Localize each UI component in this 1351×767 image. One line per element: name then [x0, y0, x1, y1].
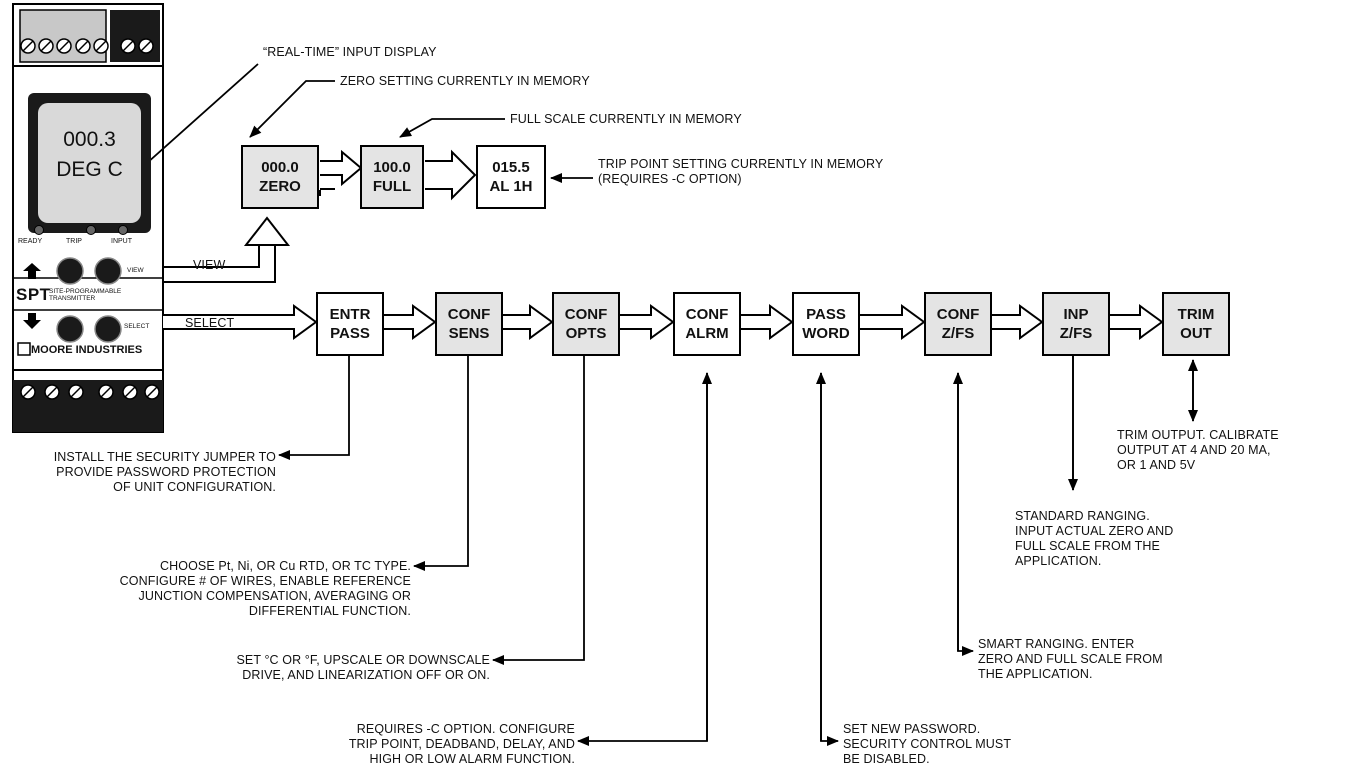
- select-button[interactable]: [94, 315, 122, 343]
- display-line-2: DEG C: [56, 158, 123, 181]
- screw-slot: [40, 40, 52, 52]
- view-box-full: 100.0 FULL: [360, 145, 424, 209]
- menu-box-line2: WORD: [802, 325, 850, 342]
- view-flow-lines: [163, 149, 477, 283]
- view-box-label: AL 1H: [489, 178, 533, 195]
- menu-box-line1: CONF: [936, 306, 980, 323]
- view-button[interactable]: [94, 257, 122, 285]
- menu-box-line1: CONF: [564, 306, 608, 323]
- menu-box-line1: CONF: [447, 306, 491, 323]
- led-trip-label: TRIP: [66, 238, 82, 245]
- conf-sens-note: CHOOSE Pt, Ni, OR Cu RTD, OR TC TYPE. CO…: [119, 559, 411, 618]
- flow-arrow: [380, 304, 437, 340]
- screw-slot: [46, 386, 58, 398]
- screw-slot: [70, 386, 82, 398]
- password-note: SET NEW PASSWORD. SECURITY CONTROL MUST …: [843, 722, 1012, 766]
- view-box-label: FULL: [372, 178, 412, 195]
- menu-box-line1: PASS: [806, 306, 846, 323]
- led-ready-label: READY: [18, 238, 43, 245]
- up-button[interactable]: [56, 257, 84, 285]
- menu-box-line2: OUT: [1180, 325, 1212, 342]
- flow-arrow: [1106, 304, 1164, 340]
- lcd-display: 000.3 DEG C: [28, 93, 151, 233]
- menu-box-conf-alrm: CONF ALRM: [673, 292, 741, 356]
- menu-box-entr-pass: ENTR PASS: [316, 292, 384, 356]
- view-box-value: 100.0: [373, 159, 411, 176]
- menu-box-line1: CONF: [685, 306, 729, 323]
- device-controls: [17, 225, 128, 356]
- screw-slot: [22, 40, 34, 52]
- view-button-label: VIEW: [127, 267, 144, 274]
- flow-arrow: [616, 304, 675, 340]
- menu-box-line1: ENTR: [329, 306, 371, 323]
- brand-name: MOORE INDUSTRIES: [31, 344, 143, 356]
- select-arrow-label: SELECT: [185, 316, 235, 330]
- screw-slot: [146, 386, 158, 398]
- display-line-1: 000.3: [63, 128, 116, 151]
- up-arrow-icon: [23, 263, 41, 279]
- select-button-label: SELECT: [124, 323, 150, 330]
- menu-box-line2: Z/FS: [1059, 325, 1093, 342]
- screw-slot: [22, 386, 34, 398]
- menu-box-conf-zfs: CONF Z/FS: [924, 292, 992, 356]
- callout-lines: [127, 63, 1198, 746]
- full-scale-callout: FULL SCALE CURRENTLY IN MEMORY: [510, 112, 742, 126]
- view-box-value: 000.0: [261, 159, 299, 176]
- led-icons: [34, 225, 128, 235]
- flow-arrow: [737, 304, 794, 340]
- select-flow-arrows: [163, 304, 1164, 340]
- conf-alrm-note: REQUIRES -C OPTION. CONFIGURE TRIP POINT…: [348, 722, 575, 766]
- trip-point-callout: TRIP POINT SETTING CURRENTLY IN MEMORY (…: [598, 157, 884, 186]
- menu-box-line2: PASS: [330, 325, 370, 342]
- screw-slot: [58, 40, 70, 52]
- menu-box-trim-out: TRIM OUT: [1162, 292, 1230, 356]
- menu-box-line2: OPTS: [565, 325, 607, 342]
- entr-pass-note: INSTALL THE SECURITY JUMPER TO PROVIDE P…: [53, 450, 276, 494]
- zero-setting-callout: ZERO SETTING CURRENTLY IN MEMORY: [340, 74, 590, 88]
- menu-box-line1: TRIM: [1177, 306, 1215, 323]
- menu-box-inp-zfs: INP Z/FS: [1042, 292, 1110, 356]
- view-arrow-label: VIEW: [193, 258, 226, 272]
- model-description: SITE-PROGRAMMABLE TRANSMITTER: [49, 288, 122, 302]
- conf-zfs-note: SMART RANGING. ENTER ZERO AND FULL SCALE…: [978, 637, 1163, 681]
- view-box-value: 015.5: [492, 159, 530, 176]
- device-panel: 000.3 DEG C READY TRIP INPUT VIEW SELECT…: [0, 0, 170, 440]
- model-name: SPT: [16, 285, 51, 304]
- screw-slot: [100, 386, 112, 398]
- menu-box-password: PASS WORD: [792, 292, 860, 356]
- view-box-trip: 015.5 AL 1H: [476, 145, 546, 209]
- down-button[interactable]: [56, 315, 84, 343]
- flow-arrow: [499, 304, 554, 340]
- screw-slot: [124, 386, 136, 398]
- screw-slot: [122, 40, 134, 52]
- flow-arrow: [988, 304, 1044, 340]
- menu-box-line1: INP: [1063, 306, 1089, 323]
- conf-opts-note: SET °C OR °F, UPSCALE OR DOWNSCALE DRIVE…: [236, 653, 490, 682]
- menu-box-conf-sens: CONF SENS: [435, 292, 503, 356]
- realtime-display-callout: “REAL-TIME” INPUT DISPLAY: [263, 45, 437, 59]
- down-arrow-icon: [23, 313, 41, 329]
- screw-slot: [77, 40, 89, 52]
- view-box-label: ZERO: [259, 178, 301, 195]
- view-box-zero: 000.0 ZERO: [241, 145, 319, 209]
- trim-out-note: TRIM OUTPUT. CALIBRATE OUTPUT AT 4 AND 2…: [1117, 428, 1279, 472]
- screw-slot: [140, 40, 152, 52]
- menu-box-line2: Z/FS: [941, 325, 975, 342]
- menu-box-line2: SENS: [448, 325, 490, 342]
- inp-zfs-note: STANDARD RANGING. INPUT ACTUAL ZERO AND …: [1015, 509, 1174, 568]
- screw-slot: [95, 40, 107, 52]
- terminal-screws: [20, 38, 160, 400]
- menu-box-line2: ALRM: [685, 325, 729, 342]
- menu-box-conf-opts: CONF OPTS: [552, 292, 620, 356]
- brand-logo-icon: [17, 342, 31, 356]
- led-input-label: INPUT: [111, 238, 132, 245]
- flow-arrow: [856, 304, 926, 340]
